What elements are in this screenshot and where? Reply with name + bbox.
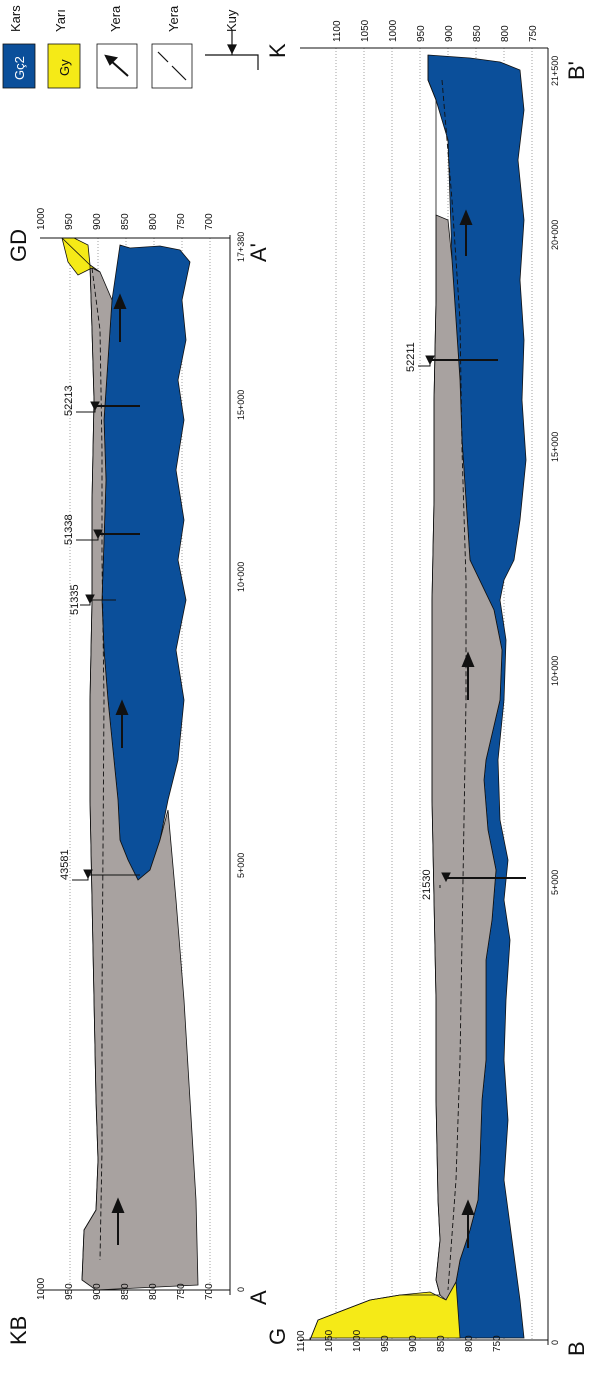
section-a-elev-right: 1000 950 900 850 800 750 700 bbox=[36, 207, 215, 230]
tick-label: 1050 bbox=[360, 19, 371, 42]
tick-label: 850 bbox=[120, 213, 131, 230]
flow-arrow-icon bbox=[104, 54, 129, 77]
section-a-wells bbox=[72, 401, 140, 881]
tick-label: 800 bbox=[148, 213, 159, 230]
direction-label-right: K bbox=[265, 43, 290, 58]
chainage-label: 17+380 bbox=[236, 232, 246, 262]
well-icon bbox=[205, 30, 259, 70]
legend-label: Kuy bbox=[224, 9, 239, 32]
chainage-label: 0 bbox=[236, 1287, 246, 1292]
well-51335 bbox=[80, 594, 116, 606]
section-b-chainage: 0 5+000 10+000 15+000 20+000 21+500 bbox=[550, 56, 560, 1345]
chainage-label: 15+000 bbox=[236, 390, 246, 420]
legend-label: Yera bbox=[166, 5, 181, 32]
well-21530 bbox=[439, 872, 526, 888]
tick-label: 800 bbox=[148, 1283, 159, 1300]
tick-label: 750 bbox=[528, 25, 539, 42]
section-b-elev-left: 1100 1050 1000 950 900 850 800 750 bbox=[296, 1329, 503, 1352]
tick-label: 1100 bbox=[296, 1330, 307, 1352]
legend-swatch-karst bbox=[2, 43, 36, 89]
tick-label: 950 bbox=[380, 1335, 391, 1352]
chainage-label: 5+000 bbox=[236, 853, 246, 878]
tick-label: 750 bbox=[176, 213, 187, 230]
tick-label: 750 bbox=[492, 1335, 503, 1352]
legend-label: Yarı bbox=[53, 9, 68, 32]
tick-label: 700 bbox=[204, 1283, 215, 1300]
section-end-label: A' bbox=[246, 243, 271, 262]
chainage-label: 10+000 bbox=[550, 656, 560, 686]
section-a: 1000 950 900 850 800 750 700 1000 950 90… bbox=[6, 207, 271, 1345]
legend-swatch-yellow bbox=[47, 43, 81, 89]
tick-label: 800 bbox=[500, 25, 511, 42]
well-label: 51335 bbox=[69, 584, 81, 615]
well-51338 bbox=[76, 529, 140, 541]
section-a-flow-arrows bbox=[111, 293, 129, 1245]
tick-label: 850 bbox=[436, 1335, 447, 1352]
chainage-label: 10+000 bbox=[236, 562, 246, 592]
tick-label: 900 bbox=[408, 1335, 419, 1352]
section-a-water-table bbox=[91, 267, 105, 1261]
tick-label: 900 bbox=[444, 25, 455, 42]
section-a-chainage: 0 5+000 10+000 15+000 17+380 bbox=[236, 232, 246, 1292]
tick-label: 1000 bbox=[36, 1277, 47, 1300]
section-b-water-table bbox=[441, 79, 467, 1291]
water-table-line-icon bbox=[157, 51, 187, 81]
tick-label: 900 bbox=[92, 213, 103, 230]
tick-label: 950 bbox=[64, 213, 75, 230]
chainage-label: 15+000 bbox=[550, 432, 560, 462]
section-b-wells bbox=[418, 355, 526, 888]
legend-label: Kars bbox=[8, 5, 23, 32]
tick-label: 1100 bbox=[332, 20, 343, 42]
well-label: 51338 bbox=[63, 514, 75, 545]
section-b-surface bbox=[309, 55, 441, 1341]
direction-label-left: KB bbox=[6, 1316, 31, 1345]
tick-label: 700 bbox=[204, 213, 215, 230]
chainage-label: 0 bbox=[550, 1340, 560, 1345]
section-b-well-labels: 21530 52211 bbox=[405, 342, 433, 900]
direction-label-right: GD bbox=[6, 229, 31, 262]
tick-label: 1000 bbox=[352, 1329, 363, 1352]
well-label: 52213 bbox=[63, 385, 75, 416]
well-52213 bbox=[76, 401, 140, 413]
well-label: 43581 bbox=[59, 849, 71, 880]
section-a-surface bbox=[61, 237, 99, 1281]
section-b: 1100 1050 1000 950 900 850 800 750 1100 … bbox=[265, 19, 589, 1356]
chainage-label: 21+500 bbox=[550, 56, 560, 86]
section-end-label: B' bbox=[564, 61, 589, 80]
section-start-label: B bbox=[564, 1341, 589, 1356]
section-start-label: A bbox=[246, 1290, 271, 1305]
tick-label: 950 bbox=[64, 1283, 75, 1300]
section-a-well-labels: 43581 51335 51338 52213 bbox=[59, 385, 81, 880]
tick-label: 1050 bbox=[324, 1329, 335, 1352]
direction-label-left: G bbox=[265, 1328, 290, 1345]
tick-label: 900 bbox=[92, 1283, 103, 1300]
chainage-label: 5+000 bbox=[550, 870, 560, 895]
section-a-elev-left: 1000 950 900 850 800 750 700 bbox=[36, 1277, 215, 1300]
well-label: 52211 bbox=[405, 342, 417, 372]
tick-label: 800 bbox=[464, 1335, 475, 1352]
tick-label: 950 bbox=[416, 25, 427, 42]
legend-symbol: Gy bbox=[57, 59, 72, 76]
tick-label: 750 bbox=[176, 1283, 187, 1300]
chainage-label: 20+000 bbox=[550, 220, 560, 250]
legend-symbol: Gç2 bbox=[12, 56, 27, 80]
well-label: 21530 bbox=[421, 869, 433, 900]
legend-label: Yera bbox=[108, 5, 123, 32]
tick-label: 850 bbox=[472, 25, 483, 42]
tick-label: 850 bbox=[120, 1283, 131, 1300]
tick-label: 1000 bbox=[36, 207, 47, 230]
section-b-elev-right: 1100 1050 1000 950 900 850 800 750 bbox=[332, 19, 539, 42]
tick-label: 1000 bbox=[388, 19, 399, 42]
well-43581 bbox=[72, 869, 140, 881]
well-52211 bbox=[418, 355, 498, 367]
section-b-flow-arrows bbox=[459, 209, 475, 1248]
legend: Gç2 Kars Gy Yarı Yera Yera Kuy bbox=[2, 5, 259, 89]
